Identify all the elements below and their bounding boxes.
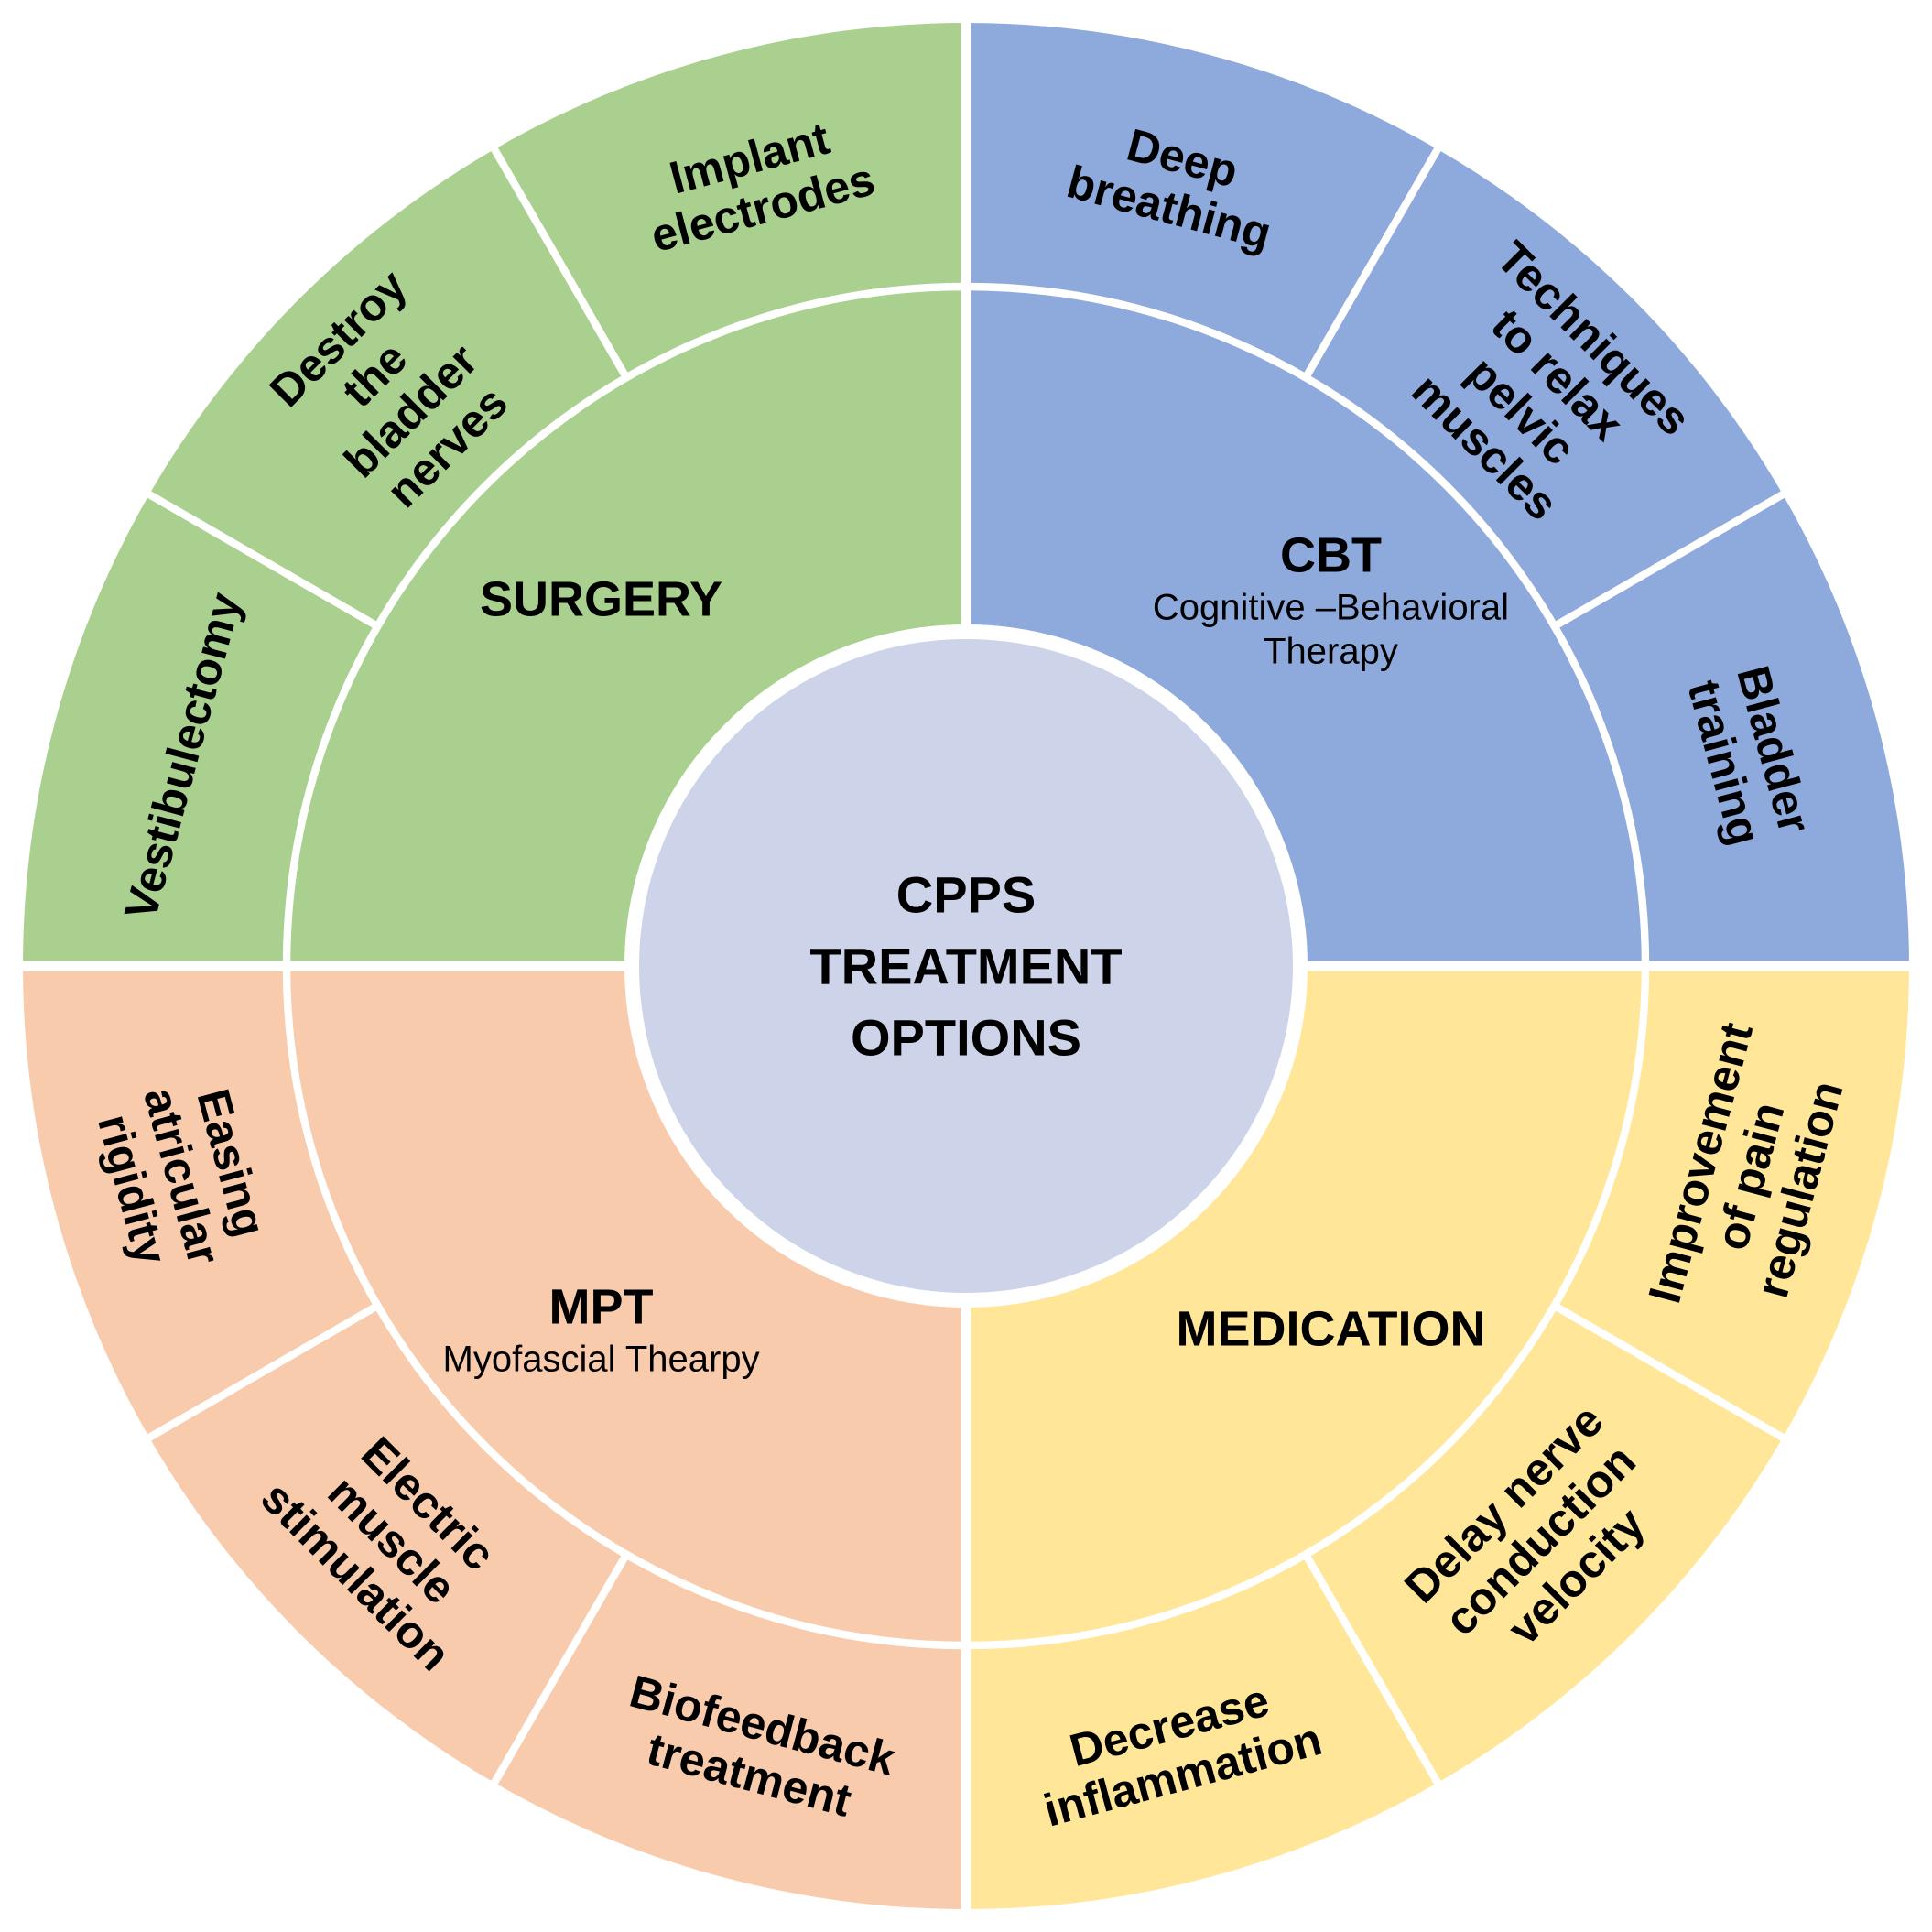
surgery-category-sector bbox=[287, 287, 966, 966]
item-separator-line bbox=[139, 486, 380, 630]
mpt-category-subtitle: Myofascial Thearpy bbox=[443, 1340, 760, 1380]
mpt-category-title: MPT bbox=[549, 1280, 654, 1335]
center-title-line: TREATMENT bbox=[809, 938, 1122, 995]
middle-ring-layer bbox=[287, 287, 1645, 1645]
mpt-item-sector bbox=[148, 1306, 626, 1784]
center-circle bbox=[624, 624, 1308, 1308]
ring-separator-circle bbox=[282, 282, 1650, 1650]
cbt-item-sector bbox=[966, 23, 1438, 378]
mpt-item-sector bbox=[494, 1554, 966, 1909]
cbt-category-sector bbox=[966, 287, 1645, 966]
item-separator-line bbox=[486, 139, 630, 380]
medication-item-sector bbox=[966, 1554, 1438, 1909]
outer-ring-layer bbox=[23, 23, 1909, 1909]
mpt-category-label: MPT Myofascial Thearpy bbox=[443, 1280, 760, 1380]
medication-category-label: MEDICATION bbox=[1176, 1302, 1485, 1357]
surgery-item-sector bbox=[148, 148, 626, 626]
cbt-category-title: CBT bbox=[1280, 528, 1382, 583]
center-title-line: CPPS bbox=[896, 866, 1037, 924]
mpt-category-sector bbox=[287, 966, 966, 1645]
surgery-item-sector bbox=[494, 23, 966, 378]
item-separator-line bbox=[486, 1552, 630, 1793]
medication-category-title: MEDICATION bbox=[1176, 1302, 1485, 1357]
surgery-category-title: SURGERY bbox=[480, 572, 722, 627]
item-separator-line bbox=[1302, 139, 1446, 380]
cbt-category-subtitle: Therapy bbox=[1264, 632, 1398, 672]
medication-item-sector bbox=[1554, 966, 1909, 1438]
cbt-category-subtitle: Cognitive –Behavioral bbox=[1153, 588, 1509, 628]
center-title: CPPS TREATMENT OPTIONS bbox=[809, 866, 1122, 1067]
surgery-item-sector bbox=[23, 494, 378, 966]
item-separators bbox=[139, 139, 1793, 1793]
item-separator-line bbox=[1552, 1302, 1793, 1446]
center-circle-layer: CPPS TREATMENT OPTIONS bbox=[624, 624, 1308, 1308]
item-separator-line bbox=[1552, 486, 1793, 630]
cbt-item-sector bbox=[1554, 494, 1909, 966]
surgery-category-label: SURGERY bbox=[480, 572, 722, 627]
mpt-item-sector bbox=[23, 966, 378, 1438]
cbt-item-sector bbox=[1306, 148, 1784, 626]
medication-item-sector bbox=[1306, 1306, 1784, 1784]
item-separator-line bbox=[1302, 1552, 1446, 1793]
item-separator-line bbox=[139, 1302, 380, 1446]
center-title-line: OPTIONS bbox=[851, 1009, 1081, 1067]
medication-category-sector bbox=[966, 966, 1645, 1645]
